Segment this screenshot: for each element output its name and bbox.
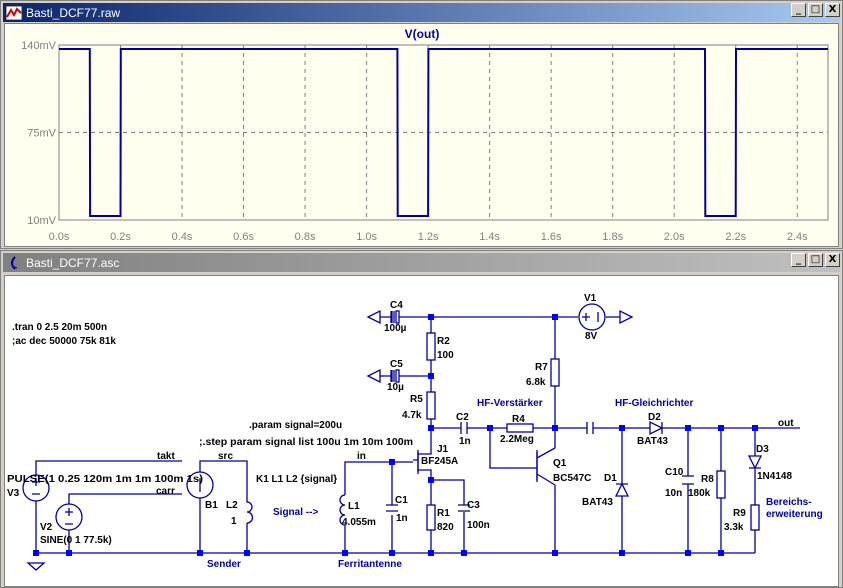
- minimize-button[interactable]: _: [791, 253, 806, 267]
- waveform-window: Basti_DCF77.raw _ □ X V(out) 10mV 75mV 140…: [0, 0, 843, 249]
- schematic-window-title: Basti_DCF77.asc: [26, 255, 120, 270]
- x-tick-label: 1.6s: [541, 231, 562, 243]
- x-tick-label: 1.4s: [479, 231, 500, 243]
- schematic-app-icon: [11, 255, 18, 270]
- plot-frame: [58, 44, 829, 221]
- close-button[interactable]: X: [825, 3, 840, 17]
- schematic-window: Basti_DCF77.asc _ □ X: [0, 250, 843, 588]
- close-button[interactable]: X: [825, 253, 840, 267]
- waveform-window-title: Basti_DCF77.raw: [26, 5, 121, 20]
- x-tick-label: 2.4s: [787, 231, 808, 243]
- trace-v-out[interactable]: [59, 48, 828, 217]
- waveform-titlebar[interactable]: Basti_DCF77.raw: [3, 3, 840, 22]
- maximize-button[interactable]: □: [808, 3, 823, 17]
- minimize-button[interactable]: _: [791, 3, 806, 17]
- x-tick-label: 1.2s: [418, 231, 439, 243]
- schematic-pane[interactable]: [4, 275, 839, 587]
- maximize-button[interactable]: □: [808, 253, 823, 267]
- x-tick-label: 1.0s: [356, 231, 377, 243]
- x-tick-label: 0.0s: [49, 231, 70, 243]
- x-axis: 0.0s 0.2s 0.4s 0.6s 0.8s 1.0s 1.2s 1.4s 1.6s 1.8s…: [49, 231, 809, 243]
- plot-pane[interactable]: V(out) 10mV 75mV 140mV 0.0s 0.2s 0.4s 0.6s 0.8…: [4, 23, 839, 247]
- y-axis: 10mV 75mV 140mV: [21, 40, 57, 227]
- x-tick-label: 2.0s: [664, 231, 685, 243]
- x-tick-label: 2.2s: [725, 231, 746, 243]
- schematic-titlebar[interactable]: Basti_DCF77.asc: [3, 253, 840, 272]
- x-tick-label: 0.8s: [295, 231, 316, 243]
- x-tick-label: 0.6s: [233, 231, 254, 243]
- y-tick-label: 10mV: [27, 215, 56, 227]
- waveform-app-icon: [6, 5, 22, 20]
- plot-grid: [59, 45, 828, 220]
- trace-label[interactable]: V(out): [405, 27, 440, 41]
- x-tick-label: 0.2s: [110, 231, 131, 243]
- waveform-plot[interactable]: V(out) 10mV 75mV 140mV 0.0s 0.2s 0.4s 0.6s 0.8…: [5, 24, 840, 246]
- y-tick-label: 140mV: [21, 40, 57, 52]
- x-tick-label: 1.8s: [602, 231, 623, 243]
- x-tick-label: 0.4s: [172, 231, 193, 243]
- y-tick-label: 75mV: [27, 128, 56, 140]
